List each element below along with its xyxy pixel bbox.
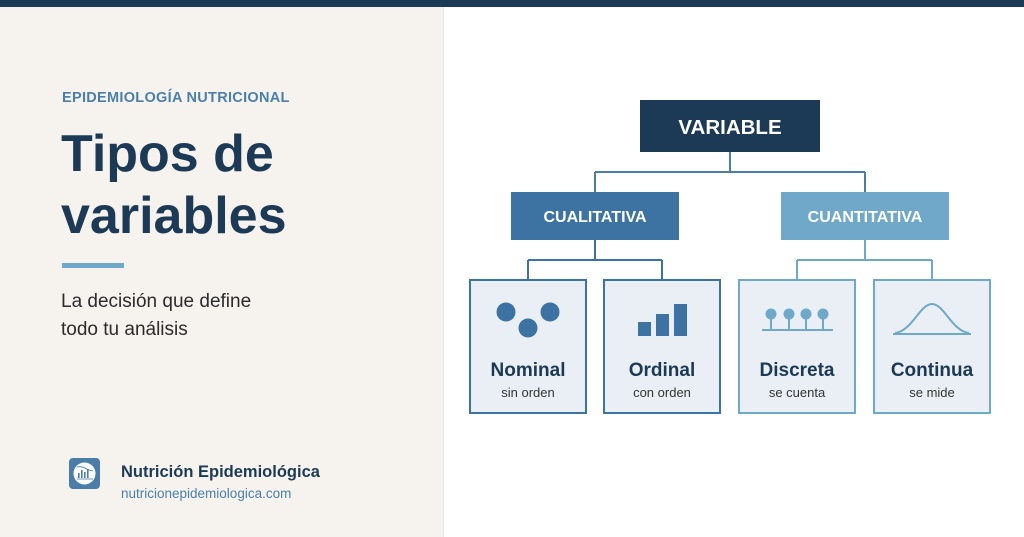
- bar-chart-icon: [69, 458, 100, 489]
- bell-curve-icon: [893, 302, 971, 335]
- variable-types-diagram: VARIABLE CUALITATIVA CUANTITATIVA Nomina…: [469, 100, 991, 414]
- root-node-label: VARIABLE: [678, 116, 781, 139]
- left-panel: EPIDEMIOLOGÍA NUTRICIONAL Tipos de varia…: [0, 7, 444, 537]
- leaf-node-label: Continua: [891, 360, 974, 381]
- ascending-bars-icon: [638, 304, 687, 336]
- branch-node-cualitativa: CUALITATIVA: [511, 192, 679, 240]
- title-underline: [62, 263, 124, 268]
- root-node: VARIABLE: [640, 100, 820, 152]
- leaf-node-ordinal: Ordinal con orden: [603, 279, 721, 414]
- connector-lines: [527, 152, 933, 280]
- leaf-node-sublabel: se cuenta: [769, 385, 826, 400]
- subtitle: La decisión que define todo tu análisis: [61, 288, 251, 344]
- brand-url[interactable]: nutricionepidemiologica.com: [121, 486, 292, 501]
- leaf-node-label: Nominal: [491, 360, 566, 381]
- brand-name: Nutrición Epidemiológica: [121, 463, 320, 481]
- branch-node-label: CUALITATIVA: [543, 209, 647, 226]
- leaf-node-label: Discreta: [760, 360, 835, 381]
- subtitle-line-2: todo tu análisis: [61, 319, 188, 340]
- leaf-node-sublabel: se mide: [909, 385, 955, 400]
- scattered-dots-icon: [496, 302, 560, 338]
- page-title: Tipos de variables: [61, 123, 287, 247]
- leaf-node-label: Ordinal: [629, 360, 696, 381]
- leaf-node-nominal: Nominal sin orden: [469, 279, 587, 414]
- top-accent-bar: [0, 0, 1024, 7]
- subtitle-line-1: La decisión que define: [61, 291, 252, 312]
- page-title-line-2: variables: [61, 187, 287, 245]
- category-label: EPIDEMIOLOGÍA NUTRICIONAL: [62, 90, 290, 106]
- branch-node-label: CUANTITATIVA: [808, 209, 923, 226]
- leaf-node-sublabel: sin orden: [501, 385, 554, 400]
- lollipop-dots-icon: [762, 308, 833, 331]
- leaf-node-continua: Continua se mide: [873, 279, 991, 414]
- page-title-line-1: Tipos de: [61, 125, 274, 183]
- leaf-node-discreta: Discreta se cuenta: [738, 279, 856, 414]
- branch-node-cuantitativa: CUANTITATIVA: [781, 192, 949, 240]
- leaf-node-sublabel: con orden: [633, 385, 691, 400]
